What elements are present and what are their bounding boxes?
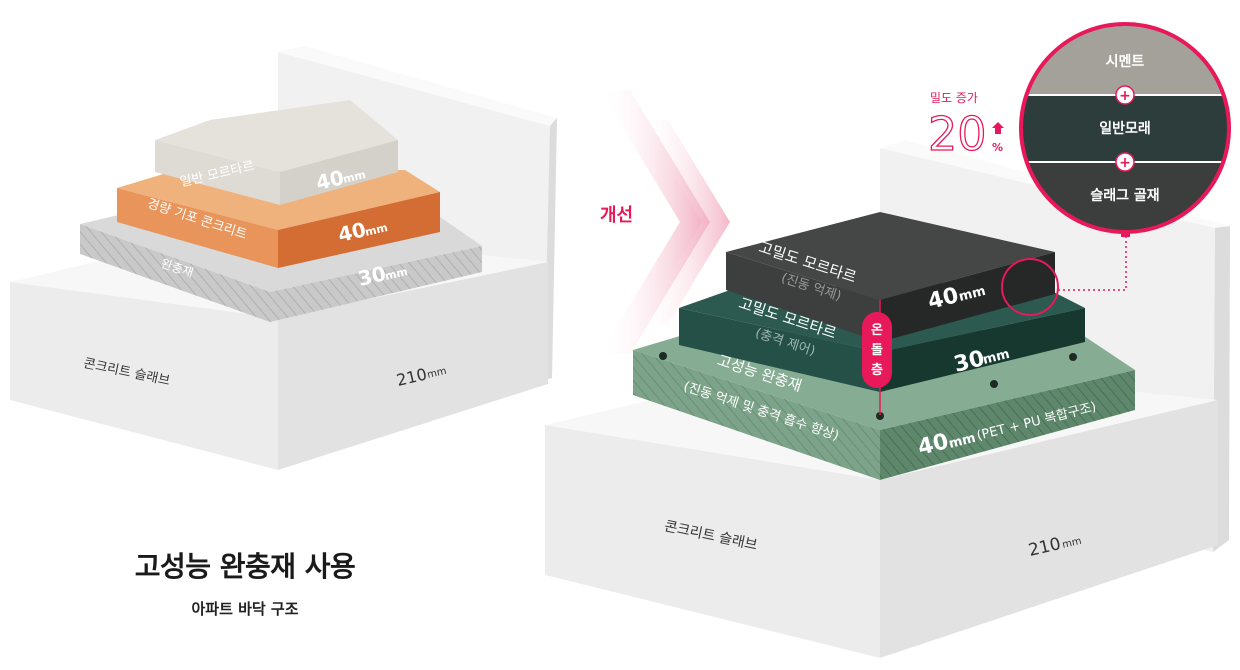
zoom-target-circle xyxy=(1001,258,1059,316)
left-buffer-unit: mm xyxy=(384,265,409,283)
caption-subtitle: 아파트 바닥 구조 xyxy=(191,600,299,618)
magnifier-ring xyxy=(1019,22,1231,234)
magnifier-item-cement: 시멘트 xyxy=(1106,54,1145,70)
right-mortar2-side xyxy=(880,308,1085,392)
left-wall-top xyxy=(278,46,557,126)
left-slab-unit: mm xyxy=(426,366,447,381)
left-structure: 일반 모르타르 40 mm 경량 기포 콘크리트 40 mm 완충재 30 mm… xyxy=(10,46,557,470)
right-layer1-unit: mm xyxy=(957,284,987,305)
ondol-badge xyxy=(862,312,892,388)
left-buffer-front xyxy=(80,224,270,322)
left-mortar-unit: mm xyxy=(342,168,367,186)
improvement-arrow: 개선 xyxy=(600,90,730,354)
right-slab-unit: mm xyxy=(1061,536,1082,551)
dot-icon xyxy=(1069,353,1077,361)
right-buffer-side xyxy=(880,370,1135,480)
right-layer3-unit: mm xyxy=(947,431,977,452)
right-mortar2-front xyxy=(679,308,880,392)
ondol-char-3: 층 xyxy=(871,362,883,378)
dot-icon xyxy=(659,352,667,360)
arrow-up-icon xyxy=(992,122,1004,134)
plus-icon-glyph: + xyxy=(1119,88,1131,104)
left-mortar-top xyxy=(155,100,398,172)
left-concrete-front xyxy=(117,188,278,268)
chevron-icon-2 xyxy=(640,120,730,324)
plus-icon xyxy=(1115,152,1135,172)
density-unit: % xyxy=(992,141,1003,154)
left-slab-front xyxy=(10,282,278,470)
right-slab-front xyxy=(545,425,880,658)
left-slab-side xyxy=(278,262,548,470)
right-mortar1-front xyxy=(726,252,880,342)
improvement-label: 개선 xyxy=(600,205,633,226)
density-label: 밀도 증가 xyxy=(930,91,978,105)
left-buffer-side xyxy=(270,246,482,322)
right-structure: 온 돌 층 고밀도 모르타르 (진동 억제) 40 mm 고밀도 모르타르 (충… xyxy=(545,140,1230,658)
magnifier-item-sand: 일반모래 xyxy=(1099,120,1151,137)
right-mortar1-top xyxy=(726,212,1055,300)
ondol-char-2: 돌 xyxy=(871,343,883,358)
density-callout: 밀도 증가 20 % xyxy=(927,91,1004,162)
plus-icon xyxy=(1115,85,1135,105)
left-concrete-unit: mm xyxy=(364,221,389,239)
sand-band xyxy=(1021,96,1229,162)
ondol-char-1: 온 xyxy=(871,323,883,338)
right-layer2-unit: mm xyxy=(981,347,1011,368)
left-mortar-front xyxy=(155,140,280,205)
magnifier-item-slag: 슬래그 골재 xyxy=(1090,188,1159,204)
right-buffer-front xyxy=(633,350,880,480)
right-slab-side xyxy=(880,400,1218,658)
left-mortar-side xyxy=(280,140,398,205)
right-mortar1-side xyxy=(880,252,1055,342)
plus-icon-glyph: + xyxy=(1119,155,1131,171)
dot-icon xyxy=(990,380,998,388)
caption-title: 고성능 완충재 사용 xyxy=(134,550,356,583)
dot-icon xyxy=(876,412,884,420)
left-concrete-side xyxy=(278,192,440,268)
density-value: 20 xyxy=(928,107,987,161)
